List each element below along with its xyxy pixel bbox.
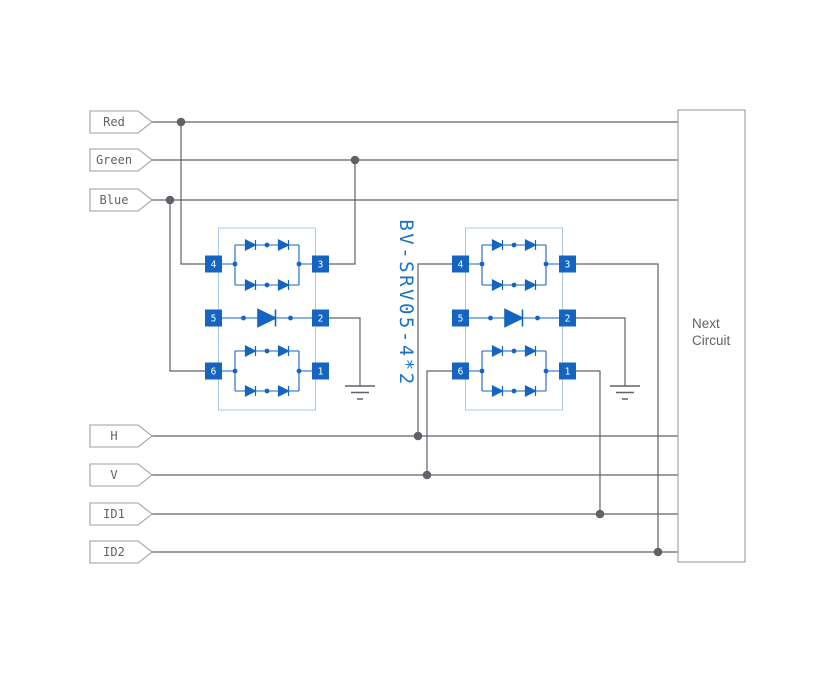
junction-dot bbox=[165, 195, 175, 205]
signal-tag-id1: ID1 bbox=[89, 502, 153, 526]
junction-dot bbox=[413, 431, 423, 441]
signal-label: V bbox=[110, 468, 117, 482]
chip-label: BV-SRV05-4*2 bbox=[395, 219, 417, 386]
wire-blue-to-ic1-pin6 bbox=[169, 200, 205, 372]
signal-label: Blue bbox=[100, 193, 129, 207]
wire-v-to-ic2-pin6 bbox=[426, 370, 452, 475]
signal-tag-blue: Blue bbox=[89, 188, 153, 212]
junction-dot bbox=[422, 470, 432, 480]
junction-dots bbox=[165, 117, 663, 557]
ground-symbol-ic1 bbox=[345, 385, 375, 400]
next-circuit-label-line1: Next bbox=[692, 316, 720, 331]
signal-tag-green: Green bbox=[89, 148, 153, 172]
wire-ic2-pin3-to-id2 bbox=[576, 263, 659, 552]
wire-h-to-ic2-pin4 bbox=[417, 263, 452, 436]
wire-green-to-ic1-pin3 bbox=[329, 160, 356, 265]
wires bbox=[152, 121, 678, 553]
junction-dot bbox=[653, 547, 663, 557]
ic2-srv05 bbox=[451, 227, 577, 411]
signal-tag-red: Red bbox=[89, 110, 153, 134]
ic1-srv05 bbox=[204, 227, 330, 411]
signal-label: ID1 bbox=[103, 507, 125, 521]
junction-dot bbox=[176, 117, 186, 127]
signal-label: ID2 bbox=[103, 545, 125, 559]
signal-label: Red bbox=[103, 115, 125, 129]
signal-tag-id2: ID2 bbox=[89, 540, 153, 564]
signal-tag-h: H bbox=[89, 424, 153, 448]
signal-tag-v: V bbox=[89, 463, 153, 487]
next-circuit-label-line2: Circuit bbox=[692, 333, 731, 348]
wire-ic2-pin2-to-ground bbox=[576, 317, 626, 386]
ground-symbol-ic2 bbox=[610, 385, 640, 400]
wire-ic1-pin2-to-ground bbox=[329, 317, 361, 386]
junction-dot bbox=[350, 155, 360, 165]
signal-label: H bbox=[110, 429, 117, 443]
junction-dot bbox=[595, 509, 605, 519]
wire-red-to-ic1-pin4 bbox=[180, 122, 205, 265]
wire-ic2-pin1-to-id1 bbox=[576, 370, 601, 514]
next-circuit-box: Next Circuit bbox=[677, 109, 746, 563]
signal-label: Green bbox=[96, 153, 132, 167]
